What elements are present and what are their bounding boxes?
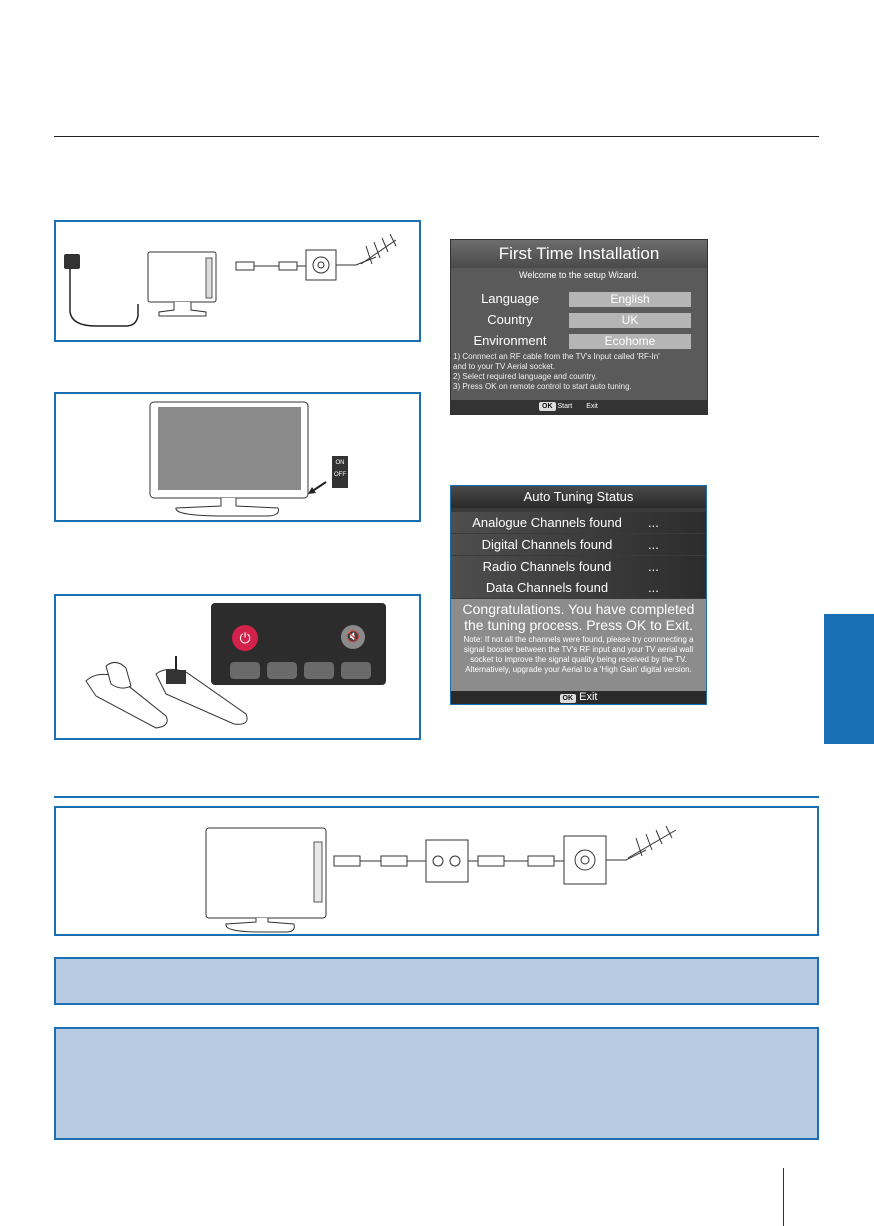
ats-footer-exit: Exit (579, 691, 598, 703)
fti-subtitle: Welcome to the setup Wizard. (519, 270, 639, 280)
ats-row-label: Radio Channels found (482, 559, 612, 574)
ok-key-icon: OK (539, 402, 556, 411)
ats-row-dots: ... (648, 537, 659, 552)
connection-illustration-box (54, 220, 421, 342)
fti-instruction-line: 2) Select required language and country. (453, 372, 597, 381)
power-switch: ON OFF (332, 456, 348, 488)
booster-connection-illustration (205, 825, 677, 933)
fti-row-country: Country UK (451, 311, 707, 331)
power-cable (69, 269, 139, 327)
colour-button-1 (230, 662, 260, 679)
fti-title: First Time Installation (451, 240, 707, 268)
fti-footer-start: Start (557, 403, 573, 410)
fti-label: Country (487, 312, 533, 327)
note-box-small (54, 957, 819, 1005)
ats-row-digital: Digital Channels found ... (451, 534, 706, 555)
colour-button-4 (341, 662, 371, 679)
ats-title: Auto Tuning Status (451, 486, 706, 508)
ats-footer: OK Exit (451, 691, 706, 704)
fti-row-language: Language English (451, 290, 707, 310)
ats-row-dots: ... (648, 559, 659, 574)
tv-side-view (205, 827, 327, 919)
power-on-illustration-box: ON OFF (54, 392, 421, 522)
power-switch-off-label: OFF (334, 472, 346, 478)
fti-instructions: 1) Connnect an RF cable from the TV's In… (453, 352, 705, 392)
ats-row-label: Data Channels found (485, 580, 609, 595)
ats-row-label: Digital Channels found (481, 537, 613, 552)
aerial-connection-illustration (64, 233, 397, 327)
colour-button-3 (304, 662, 334, 679)
aerial-antenna (360, 239, 397, 265)
ok-key-icon: OK (559, 694, 577, 703)
booster-connection-box (54, 806, 819, 936)
remote-buttons-closeup: ⏻ 🔇 (211, 603, 386, 685)
fti-label: Environment (473, 333, 547, 348)
header-rule (54, 136, 819, 137)
tv-screen (158, 407, 301, 490)
fti-value: English (569, 292, 691, 307)
tv-power-illustration (149, 401, 327, 517)
page-number-divider (783, 1168, 784, 1226)
fti-footer: OK Start Exit (451, 400, 707, 414)
ats-message: Congratulations. You have completed the … (451, 599, 706, 694)
signal-booster (425, 839, 469, 883)
fti-instruction-line: 1) Connnect an RF cable from the TV's In… (453, 352, 660, 361)
fti-footer-exit: Exit (586, 403, 598, 410)
auto-tuning-status-screen: Auto Tuning Status Analogue Channels fou… (450, 485, 707, 705)
fti-instruction-line: 3) Press OK on remote control to start a… (453, 382, 632, 391)
mute-button-icon: 🔇 (341, 625, 365, 649)
section-side-tab (824, 614, 874, 744)
ats-row-dots: ... (648, 580, 659, 595)
ats-row-dots: ... (648, 515, 659, 530)
fti-row-environment: Environment Ecohome (451, 332, 707, 352)
power-switch-on-label: ON (335, 460, 345, 466)
power-button-icon: ⏻ (232, 625, 258, 651)
fti-instruction-line: and to your TV Aerial socket. (453, 362, 556, 371)
ats-row-label: Analogue Channels found (472, 515, 622, 530)
fti-value: Ecohome (569, 334, 691, 349)
first-time-installation-screen: First Time Installation Welcome to the s… (450, 239, 708, 415)
aerial-antenna (627, 829, 677, 859)
ats-congrats-line2: the tuning process. Press OK to Exit. (464, 617, 693, 633)
power-adapter (64, 254, 80, 269)
ats-row-analogue: Analogue Channels found ... (451, 512, 706, 533)
ats-note: Note: If not all the channels were found… (463, 635, 694, 674)
fti-label: Language (481, 291, 539, 306)
ats-row-radio: Radio Channels found ... (451, 556, 706, 577)
remote-open (85, 673, 168, 729)
ats-row-data: Data Channels found ... (451, 577, 706, 598)
remote-battery-illustration (85, 656, 248, 729)
colour-button-2 (267, 662, 297, 679)
note-box-large (54, 1027, 819, 1140)
ats-congrats-line1: Congratulations. You have completed (462, 601, 695, 617)
fti-value: UK (569, 313, 691, 328)
section-rule (54, 796, 819, 798)
